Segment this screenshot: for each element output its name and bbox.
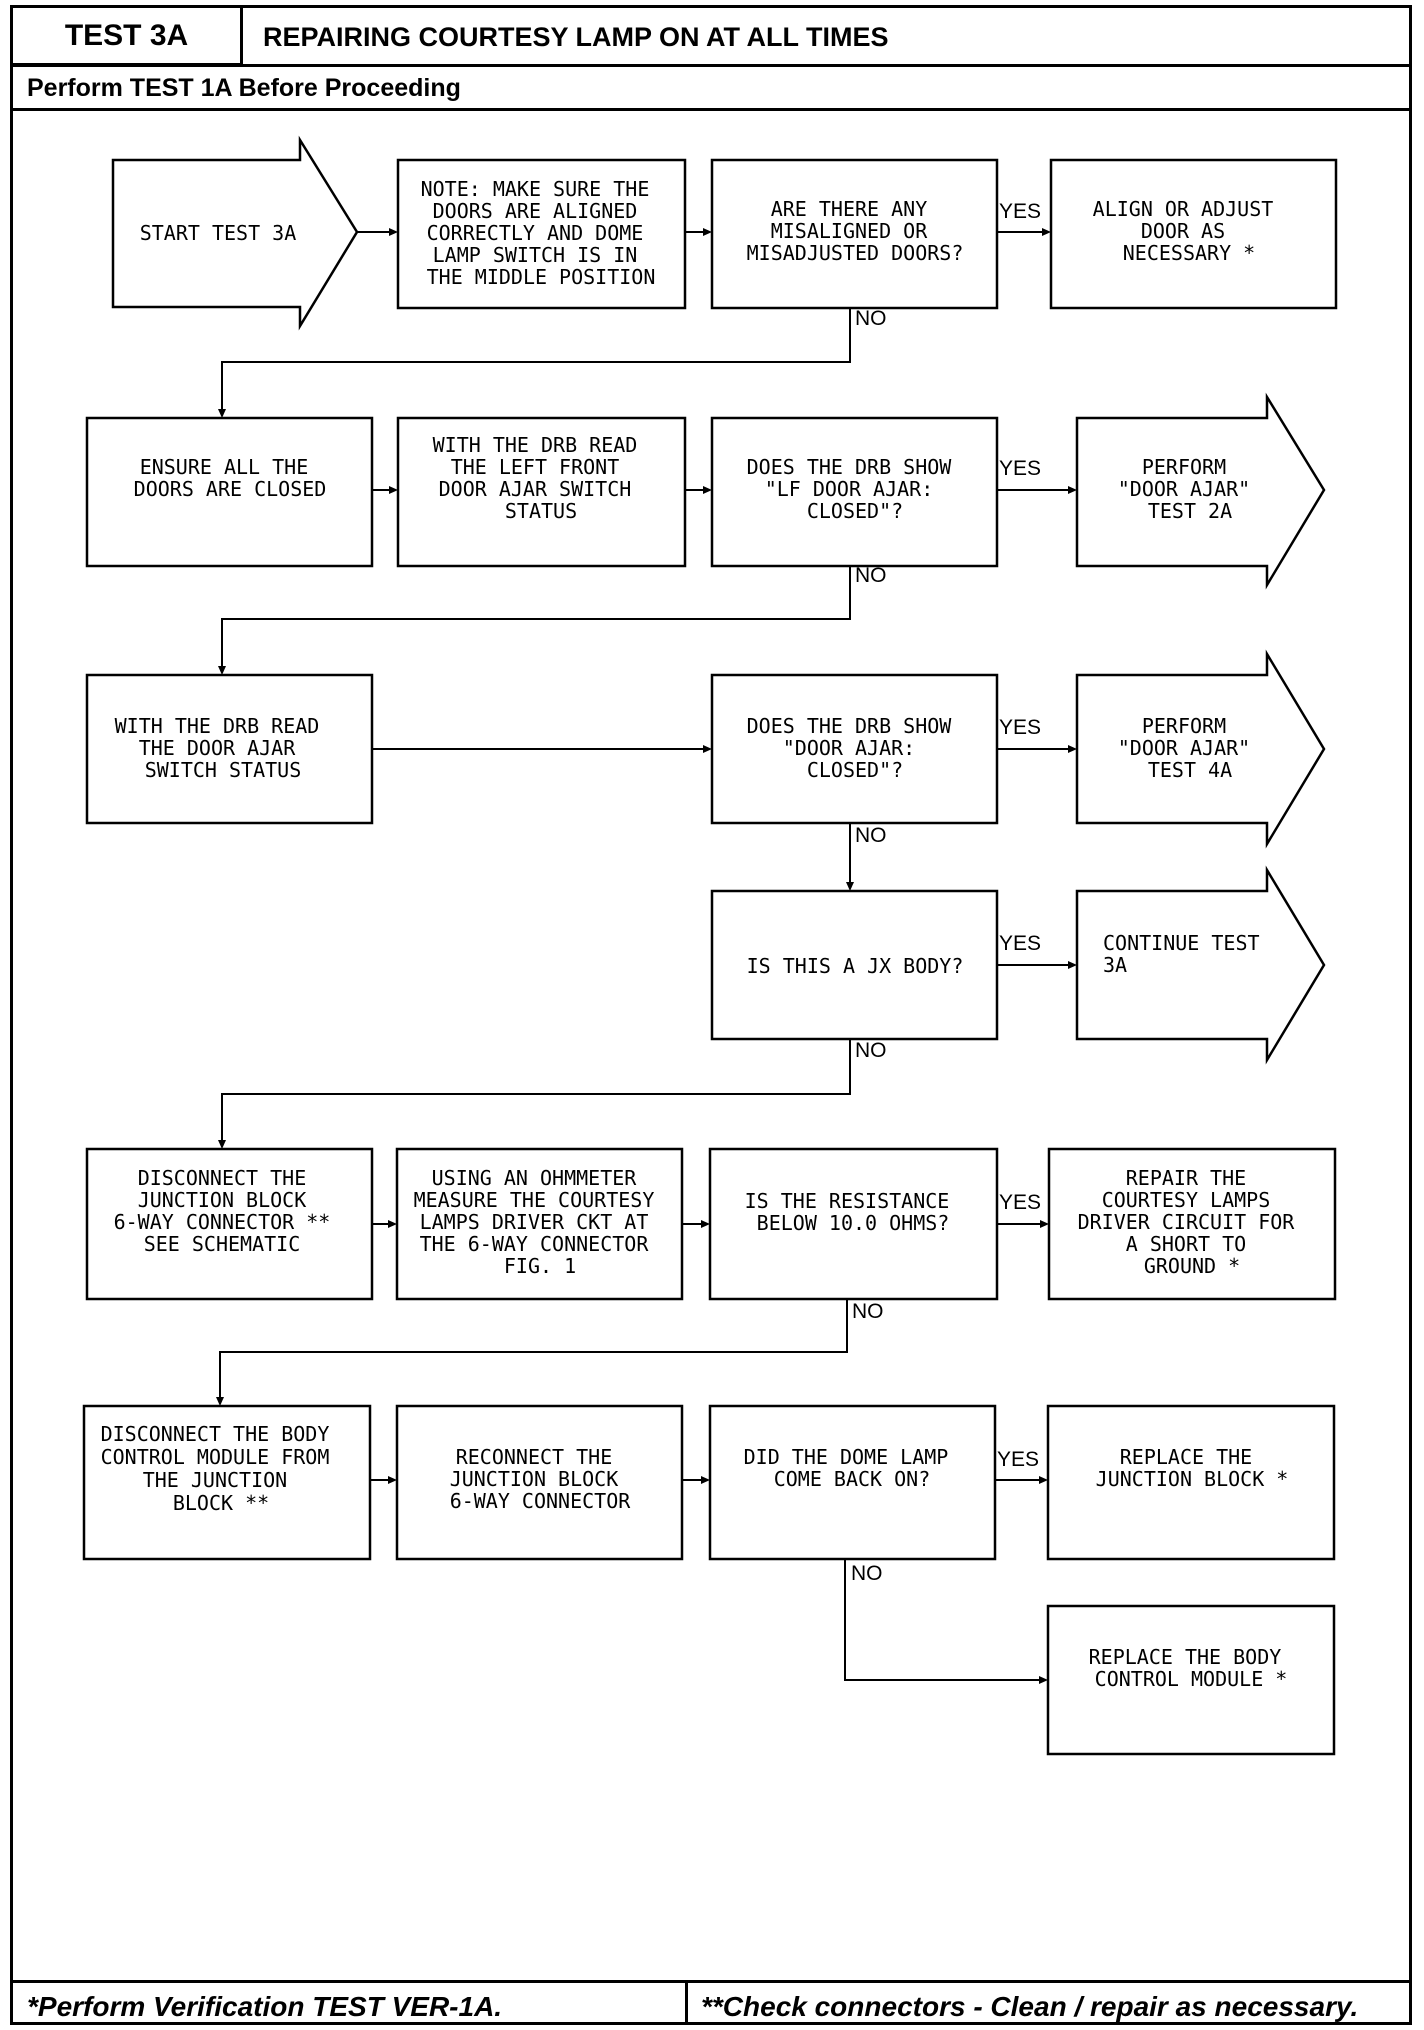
resistance-question-text: IS THE RESISTANCE BELOW 10.0 OHMS?: [745, 1189, 962, 1235]
replace-jb-text: REPLACE THE JUNCTION BLOCK *: [1096, 1445, 1289, 1491]
yes-label: YES: [999, 716, 1041, 739]
no-label: NO: [851, 1562, 883, 1585]
no-label: NO: [855, 307, 887, 330]
footer-verification-note: *Perform Verification TEST VER-1A.: [27, 1991, 503, 2022]
align-adjust-door-box: [1049, 158, 1338, 310]
reconnect-junction-block-box: [395, 1404, 684, 1561]
start-test-text: START TEST 3A: [140, 221, 297, 245]
perform-test-4a-arrow: [1075, 649, 1326, 849]
no-label: NO: [855, 824, 887, 847]
ohmmeter-text: USING AN OHMMETER MEASURE THE COURTESY L…: [414, 1166, 667, 1278]
ensure-doors-closed-box: [85, 416, 374, 568]
perform-4a-text: PERFORM "DOOR AJAR" TEST 4A: [1118, 714, 1263, 782]
footer-separator: [685, 1980, 688, 2025]
start-test-arrow: [111, 135, 359, 331]
read-door-ajar-box: [85, 673, 374, 825]
lf-question-text: DOES THE DRB SHOW "LF DOOR AJAR: CLOSED"…: [747, 455, 964, 523]
read-door-text: WITH THE DRB READ THE DOOR AJAR SWITCH S…: [115, 714, 332, 782]
disconnect-junction-block-box: [85, 1147, 374, 1301]
resistance-question: [708, 1147, 999, 1301]
jx-question-text: IS THIS A JX BODY?: [747, 954, 964, 978]
yes-label: YES: [997, 1448, 1039, 1471]
read-lf-text: WITH THE DRB READ THE LEFT FRONT DOOR AJ…: [433, 433, 650, 523]
read-lf-door-ajar-box: [396, 416, 687, 568]
yes-label: YES: [999, 457, 1041, 480]
page-frame: TEST 3A REPAIRING COURTESY LAMP ON AT AL…: [10, 5, 1412, 2025]
footer-connector-note: **Check connectors - Clean / repair as n…: [701, 1991, 1359, 2022]
continue-test-3a-arrow: [1075, 865, 1326, 1065]
note-text: NOTE: MAKE SURE THE DOORS ARE ALIGNED CO…: [421, 177, 662, 289]
misaligned-doors-question: [710, 158, 999, 310]
replace-junction-block-box: [1046, 1404, 1336, 1561]
no-label: NO: [852, 1300, 884, 1323]
prerequisite-note: Perform TEST 1A Before Proceeding: [27, 74, 461, 102]
repair-driver-text: REPAIR THE COURTESY LAMPS DRIVER CIRCUIT…: [1078, 1166, 1307, 1278]
page-title: REPAIRING COURTESY LAMP ON AT ALL TIMES: [263, 22, 889, 52]
title-divider: [13, 64, 1409, 67]
replace-bcm-box: [1046, 1604, 1336, 1756]
continue-3a-text: CONTINUE TEST 3A: [1103, 931, 1272, 977]
door-question-text: DOES THE DRB SHOW "DOOR AJAR: CLOSED"?: [747, 714, 964, 782]
align-adjust-text: ALIGN OR ADJUST DOOR AS NECESSARY *: [1093, 197, 1286, 265]
yes-label: YES: [999, 1191, 1041, 1214]
yes-label: YES: [999, 200, 1041, 223]
reconnect-text: RECONNECT THE JUNCTION BLOCK 6-WAY CONNE…: [450, 1445, 632, 1513]
perform-test-2a-arrow: [1075, 392, 1326, 590]
prerequisite-divider: [13, 108, 1409, 111]
note-box: [396, 158, 687, 310]
disconnect-jb-text: DISCONNECT THE JUNCTION BLOCK 6-WAY CONN…: [114, 1166, 343, 1256]
disconnect-bcm-box: [82, 1404, 372, 1561]
connectors: [216, 228, 1077, 1684]
no-label: NO: [855, 564, 887, 587]
perform-2a-text: PERFORM "DOOR AJAR" TEST 2A: [1118, 455, 1263, 523]
footer-divider: [13, 1980, 1409, 1983]
no-label: NO: [855, 1039, 887, 1062]
jx-body-question: [710, 889, 999, 1041]
replace-bcm-text: REPLACE THE BODY CONTROL MODULE *: [1089, 1645, 1294, 1691]
misaligned-doors-text: ARE THERE ANY MISALIGNED OR MISADJUSTED …: [747, 197, 964, 265]
dome-question-text: DID THE DOME LAMP COME BACK ON?: [744, 1445, 961, 1491]
yes-label: YES: [999, 932, 1041, 955]
door-ajar-question: [710, 673, 999, 825]
ohmmeter-measure-box: [395, 1147, 684, 1301]
ensure-closed-text: ENSURE ALL THE DOORS ARE CLOSED: [134, 455, 327, 501]
lf-door-ajar-question: [710, 416, 999, 568]
disconnect-bcm-text: DISCONNECT THE BODY CONTROL MODULE FROM …: [101, 1422, 342, 1515]
dome-lamp-question: [708, 1404, 997, 1561]
